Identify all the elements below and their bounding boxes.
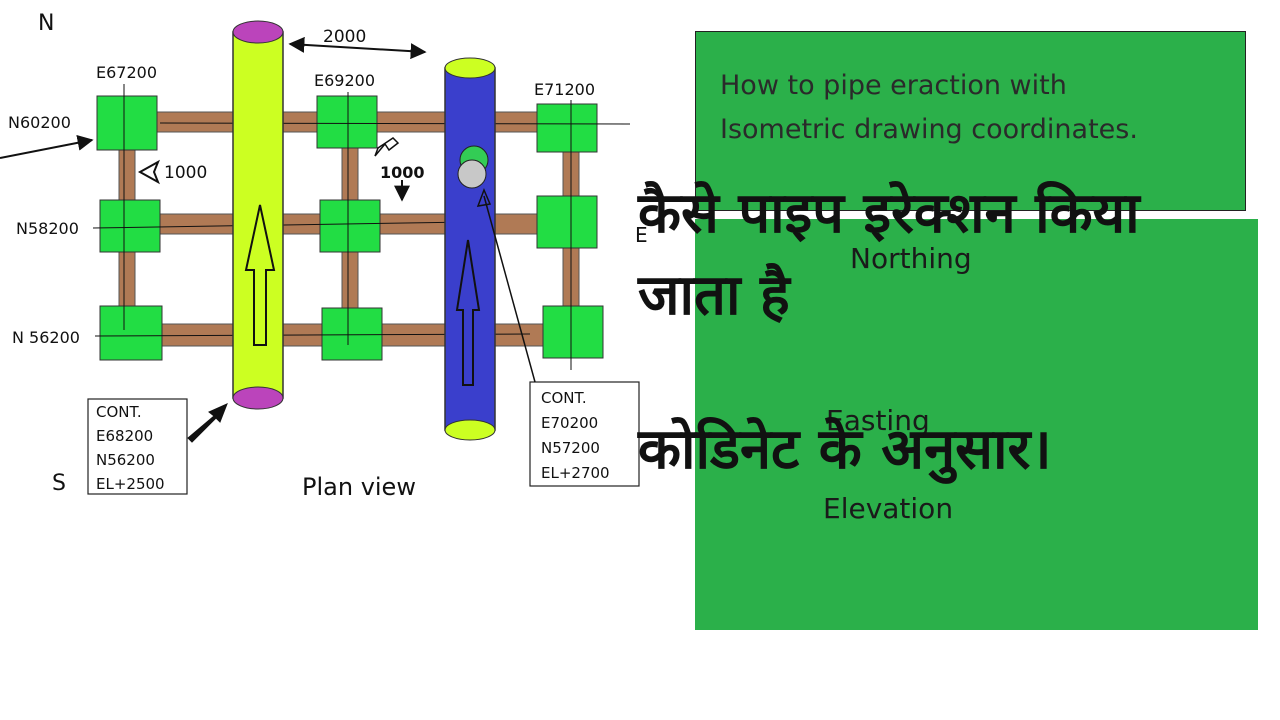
northing-label-1: N60200 (8, 113, 71, 132)
flow-arrow-icon (455, 239, 481, 386)
northing-label-2: N58200 (16, 219, 79, 238)
hindi-title-line-2: जाता है (638, 263, 790, 328)
callout-right-box (529, 381, 640, 487)
support-block (99, 199, 161, 253)
label-northing: Northing (850, 242, 972, 275)
dimension-mid-label: 1000 (380, 163, 425, 182)
callout-right-line: CONT. (541, 389, 587, 407)
panel-background-upper (695, 31, 1246, 211)
callout-left-box (87, 398, 188, 495)
flow-arrow-icon (244, 204, 276, 346)
pipe-yellow-bottom-cap (232, 386, 284, 410)
subtitle-line-1: How to pipe eraction with (720, 70, 1067, 101)
support-block (316, 95, 378, 149)
callout-left-line: EL+2500 (96, 475, 165, 493)
subtitle: How to pipe eraction with Isometric draw… (720, 64, 1220, 152)
label-easting: Easting (826, 404, 930, 437)
support-block (542, 305, 604, 359)
support-block (99, 305, 163, 361)
pipe-yellow-top-cap (232, 20, 284, 44)
branch-circle-grey (457, 159, 487, 189)
south-label: S (52, 471, 66, 496)
support-block (96, 95, 158, 151)
hindi-title-line-1: कैसे पाइप इरेक्शन किया (638, 181, 1140, 246)
dimension-top-label: 2000 (323, 27, 366, 47)
callout-right-line: N57200 (541, 439, 600, 457)
easting-label-2: E69200 (314, 71, 375, 90)
callout-right-line: EL+2700 (541, 464, 610, 482)
callout-left-line: N56200 (96, 451, 155, 469)
callout-left-line: E68200 (96, 427, 153, 445)
easting-label-3: E71200 (534, 80, 595, 99)
easting-label-1: E67200 (96, 63, 157, 82)
east-label: E (635, 223, 648, 247)
north-label: N (38, 11, 54, 36)
support-block (319, 199, 381, 253)
pipe-blue-top-cap (444, 57, 496, 79)
plan-view-caption: Plan view (302, 473, 416, 501)
label-elevation: Elevation (823, 492, 954, 525)
support-block (536, 195, 598, 249)
hindi-title-line-3: कोडिनेट के अनुसार। (638, 417, 1052, 482)
dimension-left-label: 1000 (164, 163, 207, 183)
support-block (536, 103, 598, 153)
callout-right-line: E70200 (541, 414, 598, 432)
northing-label-3: N 56200 (12, 328, 80, 347)
support-block (321, 307, 383, 361)
panel-background-lower (695, 219, 1258, 630)
subtitle-line-2: Isometric drawing coordinates. (720, 114, 1138, 145)
callout-left-line: CONT. (96, 403, 142, 421)
pipe-blue-bottom-cap (444, 419, 496, 441)
